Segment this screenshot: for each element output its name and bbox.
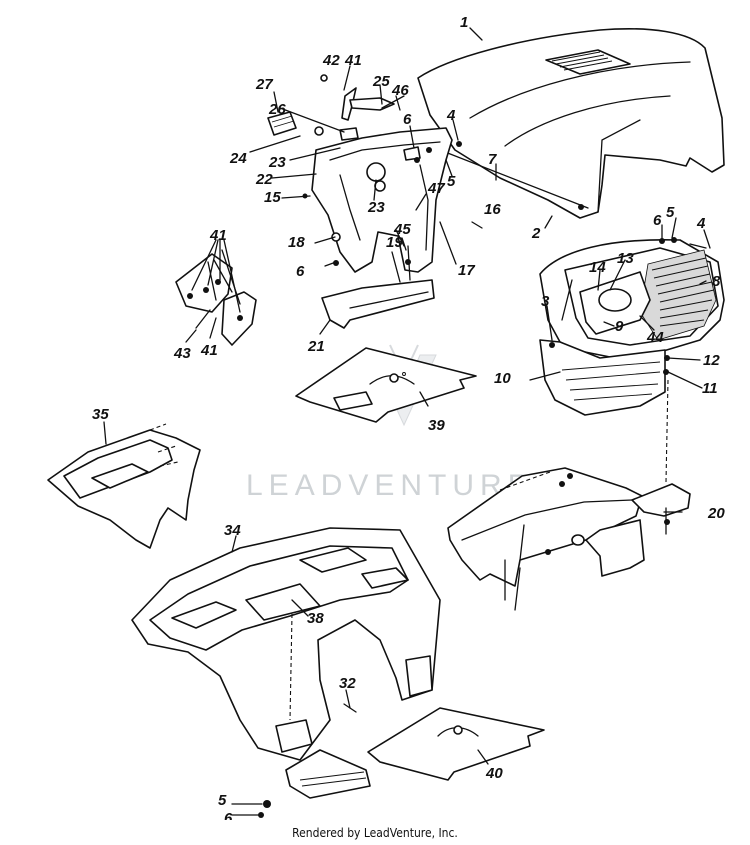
callout-21: 21 (307, 338, 325, 355)
callout-3: 3 (541, 293, 550, 310)
callout-41c: 41 (200, 342, 218, 359)
callout-2: 2 (531, 225, 541, 242)
callout-24: 24 (229, 150, 247, 167)
callout-41b: 41 (209, 227, 227, 244)
callout-13: 13 (617, 250, 634, 267)
callout-27: 27 (255, 76, 273, 93)
hood (417, 28, 725, 219)
fasteners (281, 141, 483, 281)
callout-45: 45 (393, 221, 411, 238)
tractor-frame (447, 467, 691, 611)
callout-12: 12 (703, 352, 720, 369)
watermark-text: LEADVENTURE (246, 469, 534, 502)
footer-credit: Rendered by LeadVenture, Inc. (292, 826, 458, 840)
callout-10: 10 (494, 370, 511, 387)
rear-fender (131, 527, 441, 761)
callout-32: 32 (339, 675, 356, 692)
callout-4a: 4 (446, 107, 456, 124)
floor-plate-center (295, 347, 477, 423)
callout-23b: 23 (367, 199, 385, 216)
callout-7: 7 (488, 151, 497, 168)
callout-23a: 23 (268, 154, 286, 171)
callout-5a: 5 (447, 173, 456, 190)
callout-39: 39 (428, 417, 445, 434)
callout-43: 43 (173, 345, 191, 362)
callout-34: 34 (224, 522, 241, 539)
callout-5b: 5 (666, 204, 675, 221)
callout-9: 9 (615, 318, 624, 335)
callout-35: 35 (92, 406, 109, 423)
callout-38: 38 (307, 610, 324, 627)
callout-14: 14 (589, 259, 606, 276)
callout-6d: 6 (224, 810, 233, 820)
callout-11: 11 (702, 380, 718, 397)
callout-15: 15 (264, 189, 281, 206)
leader-lines (103, 27, 711, 816)
callout-44: 44 (646, 329, 664, 346)
side-plate (175, 249, 257, 346)
callout-6a: 6 (403, 111, 412, 128)
callout-6b: 6 (653, 212, 662, 229)
callout-17: 17 (458, 262, 475, 279)
callout-41a: 41 (344, 52, 362, 69)
mount-bracket (321, 279, 435, 329)
key-switch (267, 111, 297, 136)
callout-19: 19 (386, 234, 403, 251)
callout-18: 18 (288, 234, 305, 251)
exploded-view-svg: LEADVENTURE (47, 14, 725, 820)
callout-6c: 6 (296, 263, 305, 280)
callout-40: 40 (485, 765, 503, 782)
part-callouts: 1 2 3 4 4 5 5 5 6 6 6 6 7 8 9 10 11 12 1… (92, 14, 725, 820)
callout-25: 25 (372, 73, 390, 90)
callout-8: 8 (712, 273, 721, 290)
callout-42: 42 (322, 52, 340, 69)
callout-1: 1 (460, 14, 468, 31)
callout-46: 46 (391, 82, 409, 99)
callout-16: 16 (484, 201, 501, 218)
grille-housing (539, 237, 725, 416)
hood-rod (439, 149, 589, 209)
step-bracket (285, 749, 371, 799)
callout-26: 26 (268, 101, 286, 118)
fender-partial (47, 423, 201, 549)
floor-plate-rear (367, 707, 545, 781)
callout-20: 20 (707, 505, 725, 522)
callout-5c: 5 (218, 792, 227, 809)
dash-panel (311, 74, 453, 273)
callout-4b: 4 (696, 215, 706, 232)
callout-47: 47 (427, 180, 445, 197)
callout-22: 22 (255, 171, 273, 188)
